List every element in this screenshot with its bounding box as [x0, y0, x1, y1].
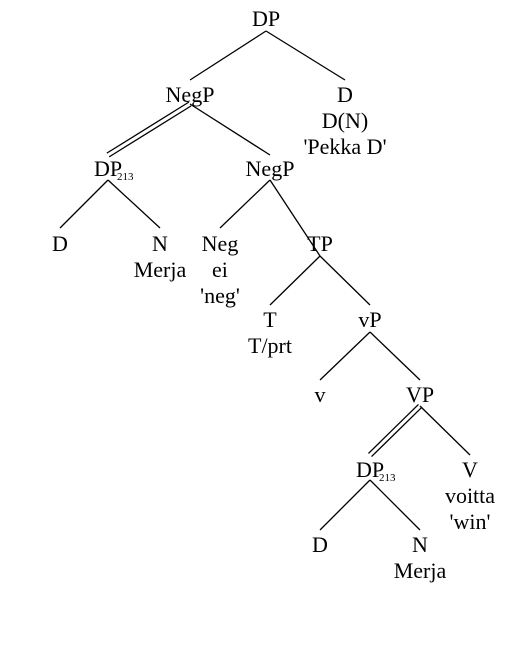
tree-node-v-small: v [315, 382, 326, 407]
tree-edge [189, 30, 267, 81]
node-gloss-line: 'win' [450, 509, 491, 534]
tree-node-tp: TP [307, 231, 333, 256]
node-category-label: NegP [166, 82, 215, 107]
node-category-label: DP [94, 156, 122, 181]
node-category-label: T [263, 307, 277, 332]
tree-edge [369, 479, 421, 531]
node-category-label: NegP [246, 156, 295, 181]
node-index-subscript: 213 [379, 472, 396, 484]
tree-edge [269, 179, 321, 257]
tree-edge [265, 30, 346, 81]
tree-edge [419, 405, 471, 456]
tree-edge [319, 255, 371, 306]
tree-node-negp-low: NegP [246, 156, 295, 181]
node-category-label: D [52, 231, 68, 256]
node-gloss-line: Merja [134, 257, 187, 282]
node-category-label: DP [356, 457, 384, 482]
tree-edge [59, 179, 109, 229]
node-gloss-line: 'Pekka D' [303, 134, 386, 159]
tree-edge-double [108, 105, 192, 158]
tree-edge [107, 179, 161, 229]
node-index-subscript: 213 [117, 171, 134, 183]
tree-edge-double [368, 403, 419, 454]
tree-node-vp-small: vP [358, 307, 381, 332]
node-gloss-line: ei [212, 257, 228, 282]
tree-node-vp-big: VP [406, 382, 434, 407]
node-gloss-line: voitta [445, 483, 495, 508]
tree-node-dp-root: DP [252, 6, 280, 31]
tree-node-d-subj: D [52, 231, 68, 256]
node-gloss-line: Merja [394, 558, 447, 583]
node-category-label: vP [358, 307, 381, 332]
tree-node-d-obj: D [312, 532, 328, 557]
node-gloss-line: T/prt [248, 333, 292, 358]
tree-node-d-pekka: DD(N)'Pekka D' [303, 82, 386, 159]
tree-node-negp-top: NegP [166, 82, 215, 107]
tree-edges [59, 30, 471, 531]
node-category-label: N [152, 231, 168, 256]
node-category-label: Neg [202, 231, 239, 256]
tree-edge-double [371, 407, 422, 458]
node-category-label: TP [307, 231, 333, 256]
tree-edge [189, 103, 271, 156]
tree-node-t: TT/prt [248, 307, 292, 358]
tree-edge [269, 255, 321, 306]
node-category-label: V [462, 457, 478, 482]
node-category-label: N [412, 532, 428, 557]
node-category-label: DP [252, 6, 280, 31]
node-category-label: D [312, 532, 328, 557]
node-gloss-line: 'neg' [200, 283, 240, 308]
tree-edge [319, 331, 371, 381]
tree-edge [369, 331, 421, 381]
node-category-label: VP [406, 382, 434, 407]
tree-edge [319, 479, 371, 531]
node-category-label: v [315, 382, 326, 407]
tree-edge-double [106, 101, 190, 154]
node-category-label: D [337, 82, 353, 107]
tree-edge [219, 179, 271, 229]
node-gloss-line: D(N) [322, 108, 368, 133]
